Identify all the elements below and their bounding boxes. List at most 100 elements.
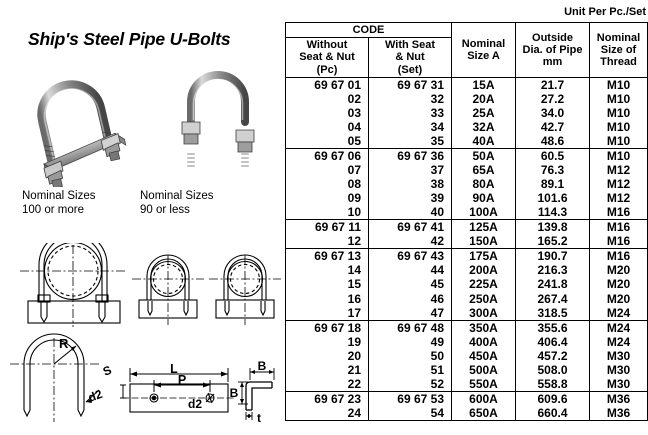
cell-thread-size: M16 xyxy=(589,205,648,220)
cell-thread-size: M10 xyxy=(589,148,648,164)
cell-code-without-seat: 69 67 13 xyxy=(285,248,369,264)
unit-note: Unit Per Pc./Set xyxy=(564,6,646,18)
cell-outside-dia: 508.0 xyxy=(515,362,590,377)
cell-nominal-size: 650A xyxy=(451,405,516,421)
label-width-1: B xyxy=(258,359,267,373)
header-code-group: CODE xyxy=(285,21,452,39)
cell-nominal-size: 32A xyxy=(451,119,516,134)
cell-code-with-seat: 69 67 36 xyxy=(368,148,452,164)
cell-nominal-size: 600A xyxy=(451,390,516,406)
cell-thread-size: M30 xyxy=(589,362,648,377)
label-bolt-dia-2: d2 xyxy=(188,397,202,411)
cell-code-with-seat: 50 xyxy=(368,348,452,363)
cell-thread-size: M36 xyxy=(589,390,648,406)
drawing-ubolt-sections xyxy=(2,243,284,328)
cell-code-without-seat: 10 xyxy=(285,205,369,220)
cell-code-without-seat: 69 67 01 xyxy=(285,76,369,92)
cell-code-without-seat: 05 xyxy=(285,134,369,149)
cell-code-without-seat: 17 xyxy=(285,305,369,321)
header-thread-size-l2: Size of xyxy=(600,43,637,56)
cell-code-with-seat: 69 67 48 xyxy=(368,319,452,335)
left-illustration-panel: Ship's Steel Pipe U-Bolts xyxy=(0,0,284,435)
table-header: CODE Nominal Size A Outside Dia. of Pipe… xyxy=(285,21,648,78)
cell-outside-dia: 114.3 xyxy=(515,205,590,220)
cell-code-with-seat: 39 xyxy=(368,191,452,206)
cell-thread-size: M10 xyxy=(589,91,648,106)
photo-ubolt-with-seat xyxy=(12,62,157,187)
cell-code-without-seat: 69 67 06 xyxy=(285,148,369,164)
cell-outside-dia: 42.7 xyxy=(515,119,590,134)
cell-code-with-seat: 34 xyxy=(368,119,452,134)
cell-code-without-seat: 19 xyxy=(285,334,369,349)
cell-code-with-seat: 54 xyxy=(368,405,452,421)
cell-code-with-seat: 32 xyxy=(368,91,452,106)
cell-outside-dia: 139.8 xyxy=(515,219,590,235)
cell-nominal-size: 25A xyxy=(451,105,516,120)
cell-code-without-seat: 69 67 23 xyxy=(285,390,369,406)
cell-thread-size: M10 xyxy=(589,119,648,134)
cell-code-without-seat: 04 xyxy=(285,119,369,134)
header-with-l1: With Seat xyxy=(384,39,435,52)
cell-code-without-seat: 69 67 18 xyxy=(285,319,369,335)
cell-code-with-seat: 37 xyxy=(368,163,452,178)
cell-code-with-seat: 42 xyxy=(368,234,452,249)
specification-table-wrapper: CODE Nominal Size A Outside Dia. of Pipe… xyxy=(285,21,648,421)
label-seat-height: S xyxy=(101,363,114,379)
cell-code-with-seat: 69 67 31 xyxy=(368,76,452,92)
cell-code-with-seat: 35 xyxy=(368,134,452,149)
cell-thread-size: M24 xyxy=(589,305,648,321)
cell-nominal-size: 500A xyxy=(451,362,516,377)
cell-outside-dia: 241.8 xyxy=(515,277,590,292)
header-code-with-seat: With Seat & Nut (Set) xyxy=(368,37,452,78)
header-code-without-seat: Without Seat & Nut (Pc) xyxy=(285,37,369,78)
cell-code-without-seat: 14 xyxy=(285,263,369,278)
drawing-dimensions: R d2 S xyxy=(2,332,284,432)
cell-code-with-seat: 52 xyxy=(368,376,452,392)
cell-outside-dia: 190.7 xyxy=(515,248,590,264)
cell-code-without-seat: 22 xyxy=(285,376,369,392)
cell-outside-dia: 165.2 xyxy=(515,234,590,249)
caption-left: Nominal Sizes 100 or more xyxy=(22,190,96,217)
header-without-l1: Without xyxy=(306,39,348,52)
cell-code-with-seat: 33 xyxy=(368,105,452,120)
cell-code-with-seat: 51 xyxy=(368,362,452,377)
cell-thread-size: M16 xyxy=(589,248,648,264)
cell-code-without-seat: 03 xyxy=(285,105,369,120)
header-with-l3: (Set) xyxy=(397,63,423,76)
label-width-2: B xyxy=(230,386,239,400)
header-thread-size: Nominal Size of Thread xyxy=(589,22,648,78)
cell-outside-dia: 318.5 xyxy=(515,305,590,321)
cell-outside-dia: 34.0 xyxy=(515,105,590,120)
cell-outside-dia: 355.6 xyxy=(515,319,590,335)
cell-thread-size: M30 xyxy=(589,376,648,392)
cell-outside-dia: 558.8 xyxy=(515,376,590,392)
cell-code-with-seat: 69 67 53 xyxy=(368,390,452,406)
cell-thread-size: M10 xyxy=(589,134,648,149)
cell-nominal-size: 175A xyxy=(451,248,516,264)
specification-table: CODE Nominal Size A Outside Dia. of Pipe… xyxy=(285,21,648,421)
label-bolt-dia-1: d2 xyxy=(86,387,104,405)
cell-nominal-size: 100A xyxy=(451,205,516,220)
cell-code-without-seat: 08 xyxy=(285,177,369,192)
page-title: Ship's Steel Pipe U-Bolts xyxy=(28,29,231,49)
cell-nominal-size: 250A xyxy=(451,291,516,306)
cell-code-without-seat: 15 xyxy=(285,277,369,292)
cell-outside-dia: 660.4 xyxy=(515,405,590,421)
cell-nominal-size: 200A xyxy=(451,263,516,278)
cell-code-without-seat: 16 xyxy=(285,291,369,306)
cell-thread-size: M10 xyxy=(589,76,648,92)
caption-right-line2: 90 or less xyxy=(140,203,190,216)
cell-outside-dia: 101.6 xyxy=(515,191,590,206)
label-hole-pitch: P xyxy=(178,373,186,387)
